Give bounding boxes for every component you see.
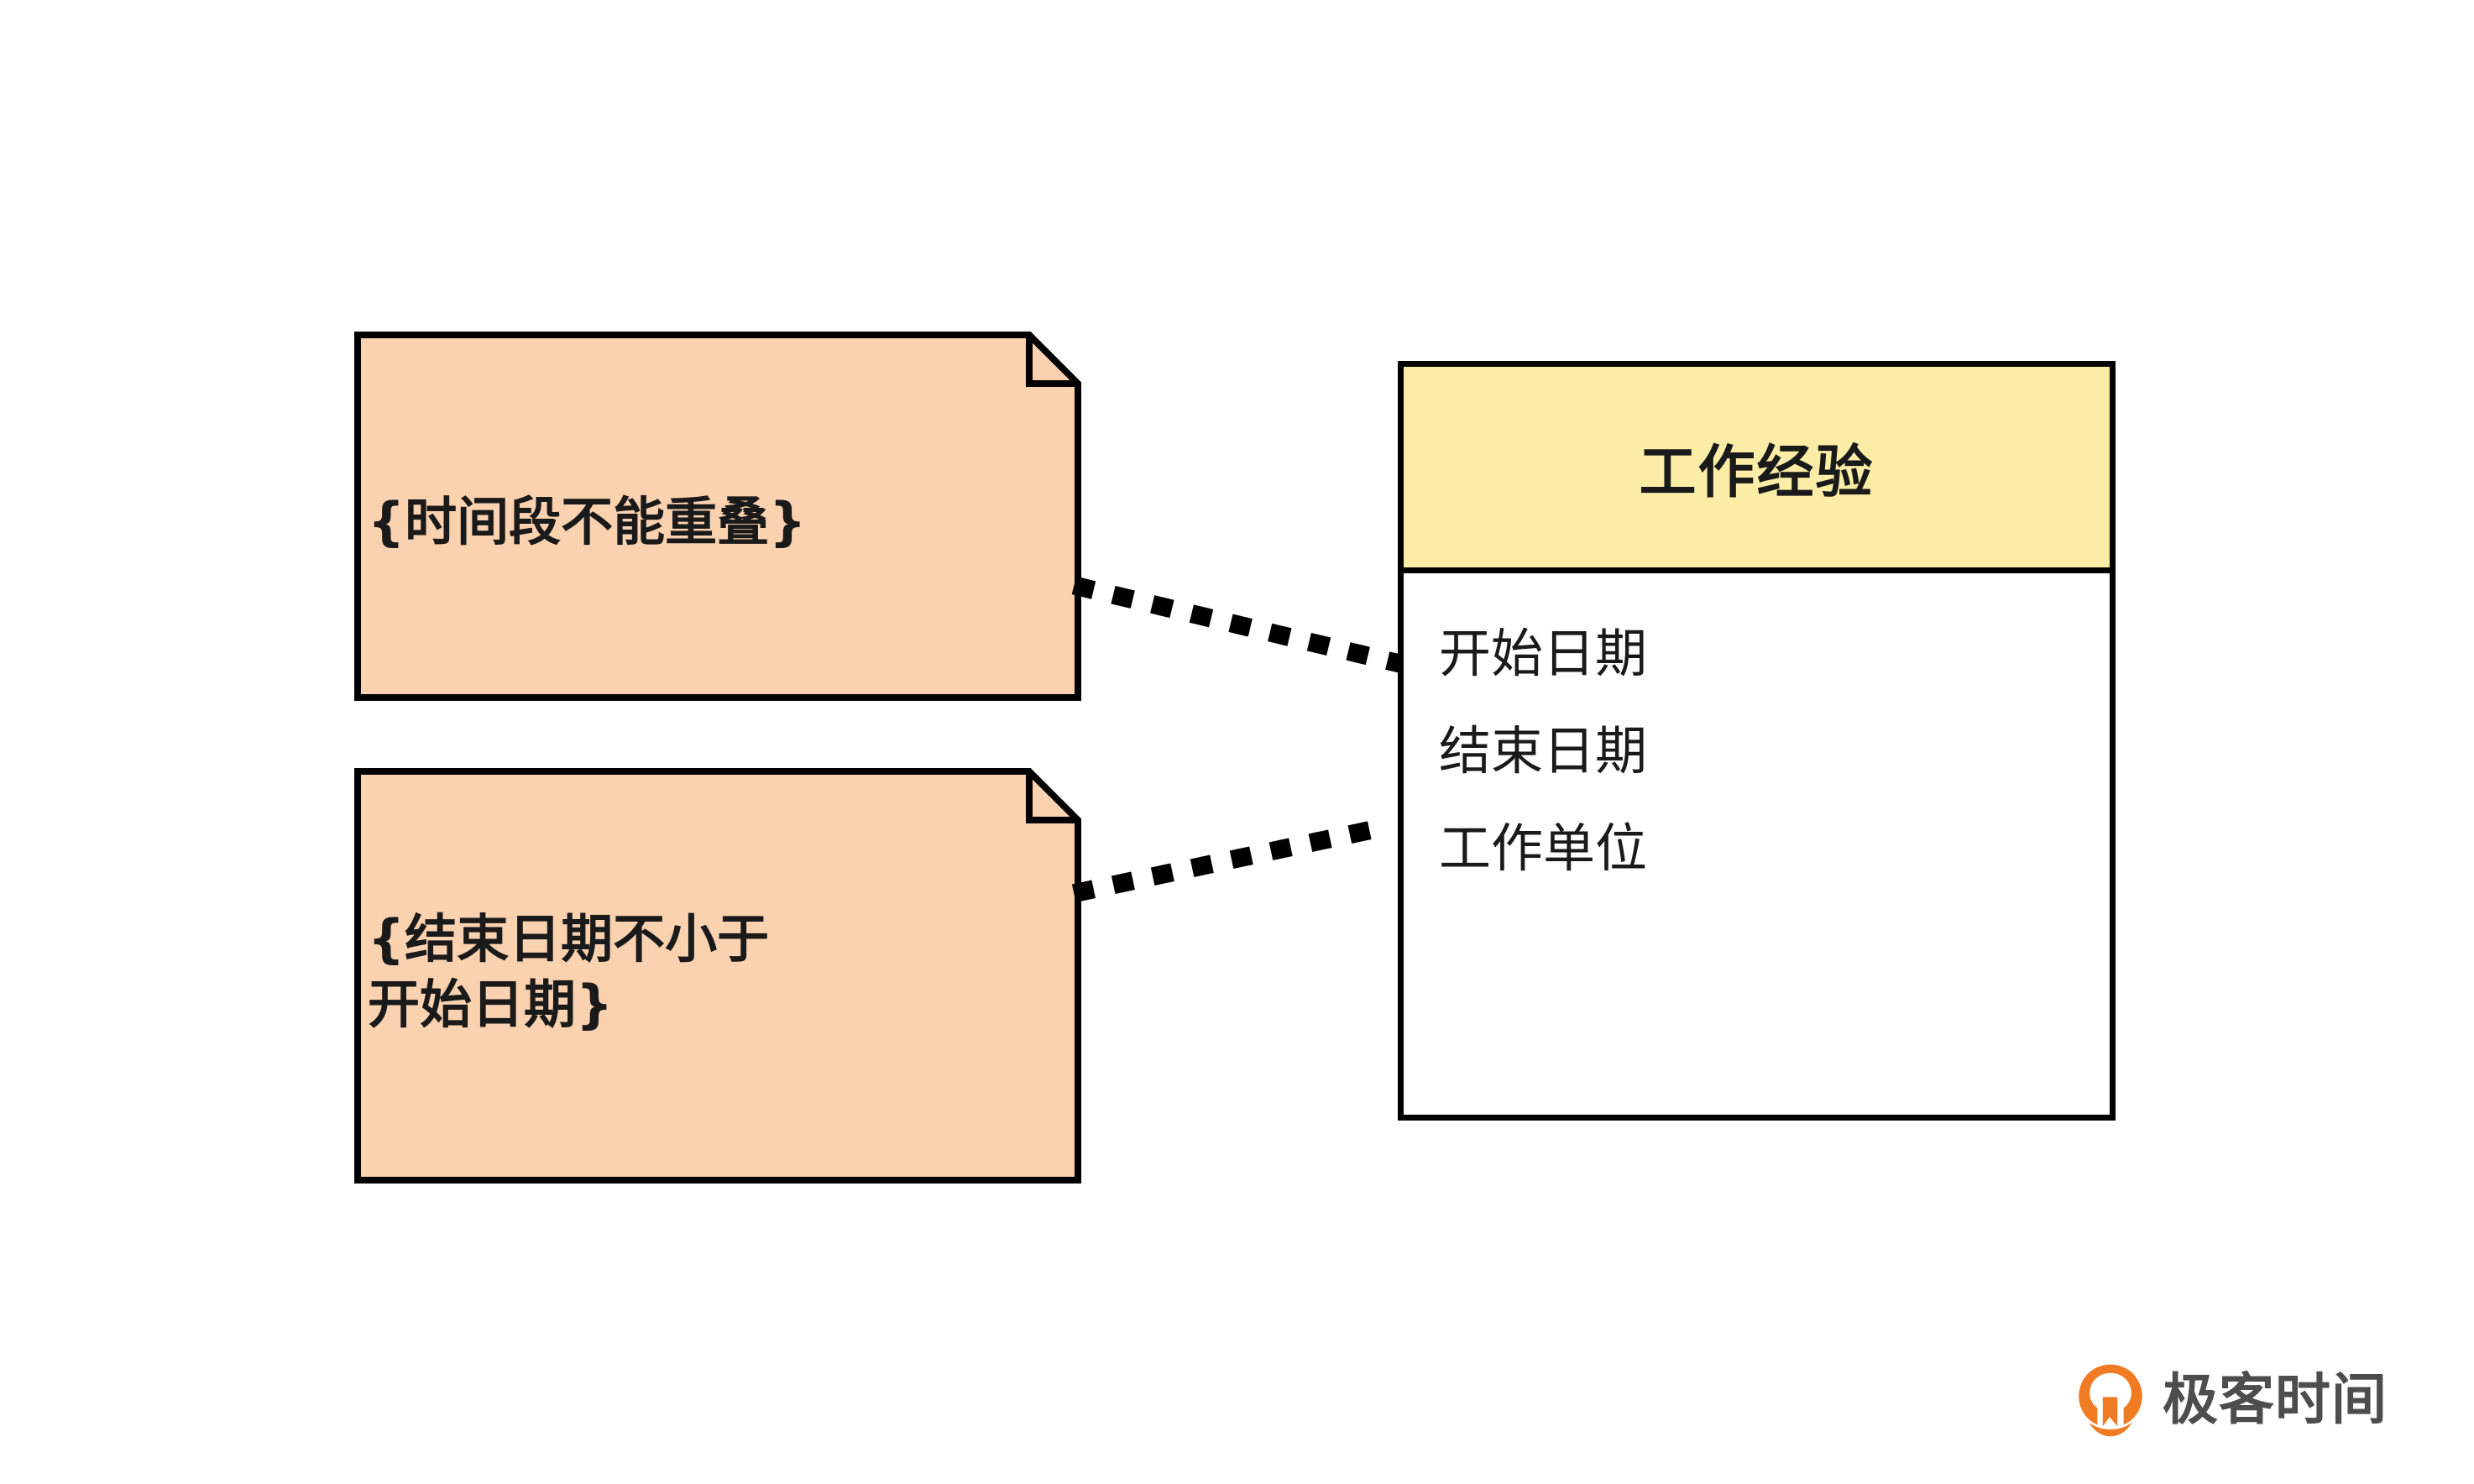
class-attribute-row: 开始日期: [1439, 623, 1648, 684]
note-text: {时间段不能重叠}: [368, 491, 807, 552]
class-title: 工作经验: [1639, 440, 1875, 506]
geektime-logo-icon: [2079, 1364, 2142, 1437]
class-header: 工作经验: [1404, 367, 2110, 573]
note-shape-folded-corner: [354, 768, 1081, 1184]
connector-note2-end-date: [1071, 813, 1410, 903]
watermark-brand-text: 极客时间: [2163, 1367, 2388, 1432]
class-attribute-row: 工作单位: [1439, 818, 1648, 879]
class-attribute-list: 开始日期 结束日期 工作单位: [1404, 573, 2110, 897]
note-shape-folded-corner: [354, 332, 1081, 701]
class-attribute-row: 结束日期: [1439, 720, 1648, 781]
note-text: {结束日期不小于 开始日期}: [368, 908, 770, 1035]
constraint-note-time-overlap[interactable]: {时间段不能重叠}: [354, 332, 1081, 701]
connector-note1-start-date: [1071, 576, 1410, 675]
uml-class-box-work-experience[interactable]: 工作经验 开始日期 结束日期 工作单位: [1398, 361, 2116, 1121]
constraint-note-end-after-start[interactable]: {结束日期不小于 开始日期}: [354, 768, 1081, 1184]
watermark-geektime: 极客时间: [2072, 1361, 2388, 1439]
